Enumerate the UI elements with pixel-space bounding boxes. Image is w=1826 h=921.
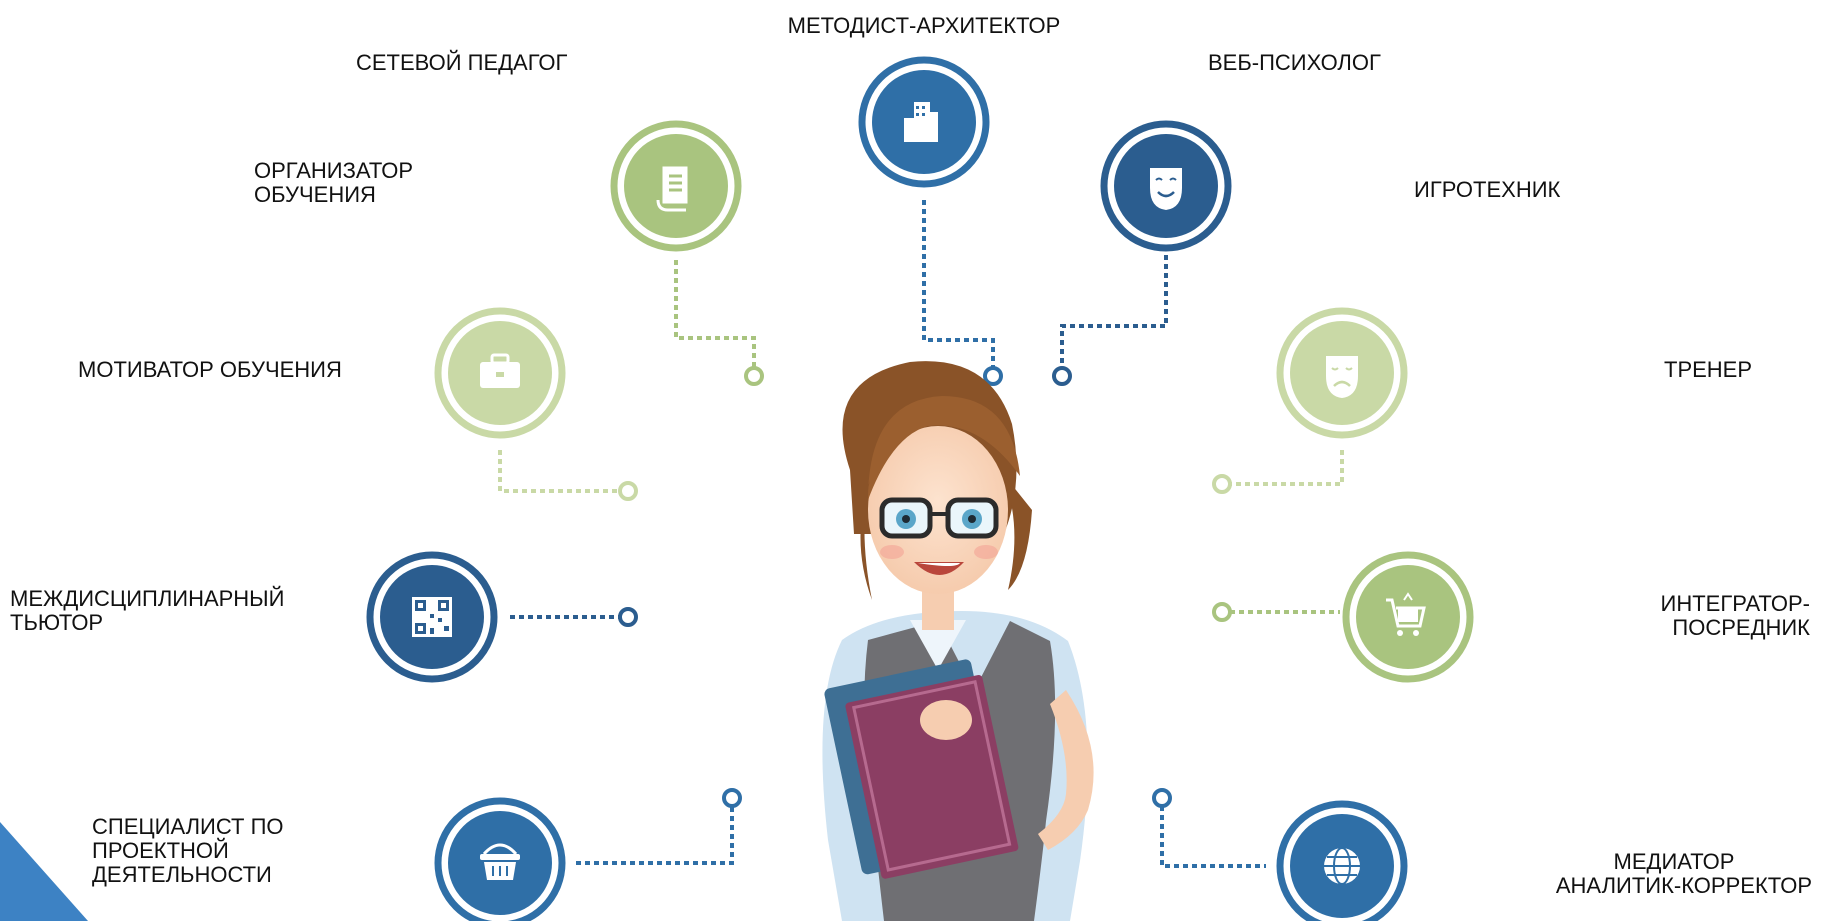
label-mediator: МЕДИАТОР АНАЛИТИК-КОРРЕКТОР bbox=[1555, 849, 1812, 898]
document-icon bbox=[656, 166, 688, 212]
node-metodist bbox=[858, 56, 990, 188]
node-integrator bbox=[1342, 551, 1474, 683]
basket-icon bbox=[480, 843, 520, 880]
connector-end-igrotehnik bbox=[1052, 366, 1072, 386]
label-metodist: МЕТОДИСТ-АРХИТЕКТОР bbox=[787, 13, 1061, 38]
node-trener bbox=[1276, 307, 1408, 439]
qr-code-icon bbox=[412, 597, 452, 637]
node-igrotehnik bbox=[1100, 120, 1232, 252]
node-specialist bbox=[434, 797, 566, 921]
cart-icon bbox=[1386, 592, 1426, 636]
connector-end-integrator bbox=[1212, 602, 1232, 622]
connector-end-mezhdisc bbox=[618, 607, 638, 627]
connector-mediator bbox=[1160, 806, 1266, 868]
globe-icon bbox=[1324, 847, 1360, 885]
teacher-illustration-icon bbox=[822, 361, 1094, 921]
connector-specialist bbox=[576, 806, 734, 865]
connector-metodist bbox=[922, 200, 995, 368]
node-motivator bbox=[434, 307, 566, 439]
connector-end-mediator bbox=[1152, 788, 1172, 808]
connector-end-organizator bbox=[744, 366, 764, 386]
connector-trener bbox=[1230, 450, 1344, 486]
connector-organizator bbox=[674, 260, 756, 368]
connector-motivator bbox=[498, 450, 620, 493]
label-mezhdisc: МЕЖДИСЦИПЛИНАРНЫЙ ТЬЮТОР bbox=[10, 586, 285, 635]
happy-mask-icon bbox=[1150, 168, 1182, 210]
node-mediator bbox=[1276, 800, 1408, 921]
connector-end-motivator bbox=[618, 481, 638, 501]
node-mezhdisc bbox=[366, 551, 498, 683]
corner-triangle bbox=[0, 822, 88, 921]
label-setevoy: СЕТЕВОЙ ПЕДАГОГ bbox=[356, 50, 568, 75]
label-igrotehnik: ИГРОТЕХНИК bbox=[1414, 177, 1561, 202]
connector-end-specialist bbox=[722, 788, 742, 808]
label-webpsych: ВЕБ-ПСИХОЛОГ bbox=[1208, 50, 1381, 75]
connector-end-metodist bbox=[983, 366, 1003, 386]
connector-igrotehnik bbox=[1060, 255, 1168, 368]
label-trener: ТРЕНЕР bbox=[1664, 357, 1753, 382]
briefcase-icon bbox=[480, 353, 520, 388]
label-specialist: СПЕЦИАЛИСТ ПО ПРОЕКТНОЙ ДЕЯТЕЛЬНОСТИ bbox=[92, 814, 284, 887]
sad-mask-icon bbox=[1326, 356, 1358, 398]
node-organizator bbox=[610, 120, 742, 252]
connector-end-trener bbox=[1212, 474, 1232, 494]
label-motivator: МОТИВАТОР ОБУЧЕНИЯ bbox=[78, 357, 342, 382]
label-integrator: ИНТЕГРАТОР- ПОСРЕДНИК bbox=[1660, 591, 1810, 640]
building-icon bbox=[904, 102, 938, 142]
label-organizator: ОРГАНИЗАТОР ОБУЧЕНИЯ bbox=[254, 158, 414, 207]
